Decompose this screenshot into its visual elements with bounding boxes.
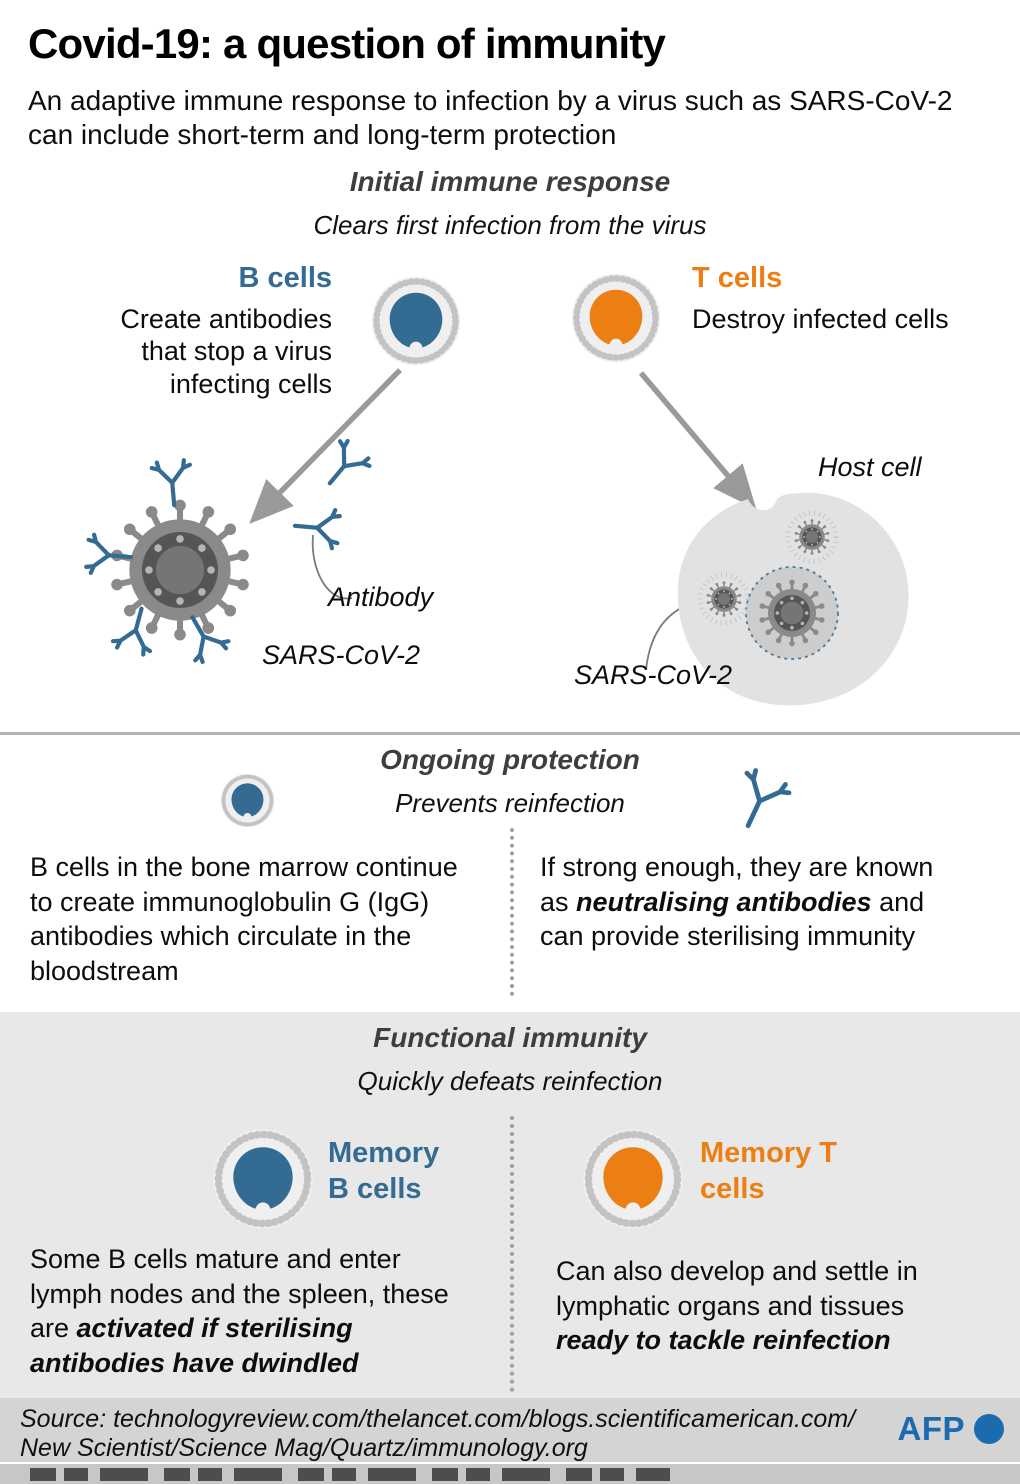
- afp-globe-icon: [974, 1414, 1004, 1444]
- memory-t-cells-label: Memory T cells: [700, 1137, 837, 1205]
- ongoing-right-text: If strong enough, they are known as neut…: [540, 850, 960, 954]
- memory-b-cell-icon: [210, 1126, 316, 1232]
- host-cell-label: Host cell: [818, 452, 922, 482]
- section-initial-title: Initial immune response: [349, 166, 671, 197]
- antibody-label: Antibody: [328, 582, 434, 612]
- ongoing-left-text: B cells in the bone marrow continue to c…: [30, 852, 458, 986]
- t-cells-label: T cells: [692, 262, 783, 294]
- section-ongoing-subtitle: Prevents reinfection: [395, 788, 625, 818]
- dotted-divider: [510, 828, 514, 996]
- antibody-icon: [76, 525, 137, 586]
- functional-left-pre: Some B cells mature and enter lymph node…: [30, 1244, 449, 1344]
- section-initial-subtitle: Clears first infection from the virus: [313, 210, 707, 240]
- b-cells-description: Create antibodies that stop a virus infe…: [120, 304, 332, 399]
- section-divider: [0, 732, 1020, 735]
- ongoing-right-post: and can provide sterilising immunity: [540, 886, 925, 952]
- b-cell-icon: [369, 274, 463, 368]
- section-functional-subtitle: Quickly defeats reinfection: [357, 1066, 663, 1096]
- memory-t-cell-icon: [580, 1126, 686, 1232]
- section-functional-title: Functional immunity: [373, 1022, 647, 1053]
- b-cells-label: B cells: [238, 262, 333, 294]
- b-cells-block: B cells Create antibodies that stop a vi…: [92, 262, 332, 400]
- page-title: Covid-19: a question of immunity: [28, 20, 666, 67]
- ongoing-right-pre: If strong enough, they are known as: [540, 852, 934, 917]
- functional-right-pre: Can also develop and settle in lymphatic…: [556, 1256, 918, 1321]
- functional-left-text: Some B cells mature and enter lymph node…: [30, 1242, 470, 1380]
- memory-b-cells-label: Memory B cells: [328, 1137, 440, 1205]
- section-ongoing-title: Ongoing protection: [380, 744, 640, 775]
- host-cell-illustration: [677, 492, 909, 706]
- functional-left-emphasis: activated if sterilising antibodies have…: [30, 1313, 359, 1378]
- source-line-1: Source: technologyreview.com/thelancet.c…: [20, 1405, 856, 1433]
- t-cell-icon: [569, 271, 663, 365]
- footer: Source: technologyreview.com/thelancet.c…: [0, 1398, 1020, 1462]
- clipped-glyphs: [30, 1468, 670, 1481]
- sars-cov-2-label-right: SARS-CoV-2: [574, 660, 733, 690]
- afp-logo: AFP: [897, 1410, 1004, 1448]
- dotted-divider: [510, 1116, 514, 1392]
- antibody-icon: [142, 450, 203, 511]
- source-line-2: New Scientist/Science Mag/Quartz/immunol…: [20, 1434, 588, 1462]
- t-cells-block: T cells Destroy infected cells: [692, 262, 992, 335]
- page-subtitle: An adaptive immune response to infection…: [28, 85, 953, 151]
- t-cells-description: Destroy infected cells: [692, 304, 949, 334]
- antibody-icon: [290, 498, 351, 559]
- virus-halo: [697, 572, 751, 626]
- virus-halo: [785, 510, 839, 564]
- cropped-text-strip: [0, 1464, 1020, 1484]
- source-credit: Source: technologyreview.com/thelancet.c…: [20, 1405, 855, 1463]
- functional-right-text: Can also develop and settle in lymphatic…: [556, 1254, 966, 1358]
- ongoing-right-emphasis: neutralising antibodies: [576, 886, 872, 917]
- sars-cov-2-label-left: SARS-CoV-2: [262, 640, 421, 670]
- functional-right-emphasis: ready to tackle reinfection: [556, 1325, 891, 1356]
- antibody-icon: [307, 425, 386, 504]
- b-cell-small-icon: [218, 771, 277, 830]
- afp-wordmark: AFP: [897, 1410, 965, 1447]
